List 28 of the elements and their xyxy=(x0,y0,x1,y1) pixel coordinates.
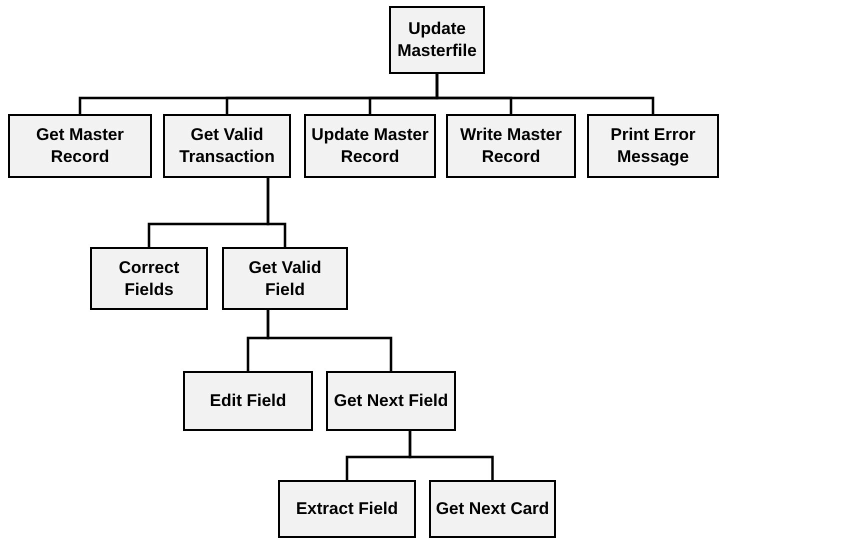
process-box xyxy=(389,6,485,74)
box-label: Get Valid Field xyxy=(248,256,322,300)
box-label: Edit Field xyxy=(210,390,286,412)
process-box xyxy=(163,114,291,178)
connector-line xyxy=(266,310,392,371)
process-box xyxy=(429,480,556,538)
box-label: Update Masterfile xyxy=(396,18,478,62)
process-box xyxy=(278,480,416,538)
process-box xyxy=(446,114,576,178)
connector-line xyxy=(436,74,654,114)
connector-line xyxy=(408,431,494,480)
box-label: Get Valid Transaction xyxy=(178,124,276,168)
box-label: Get Next Field xyxy=(334,390,448,412)
connector-line xyxy=(266,178,286,247)
box-label: Print Error Message xyxy=(609,124,697,168)
process-box xyxy=(183,371,313,431)
process-box xyxy=(587,114,719,178)
box-label: Extract Field xyxy=(296,498,398,520)
box-label: Write Master Record xyxy=(459,124,563,168)
box-label: Get Next Card xyxy=(436,498,550,520)
process-box xyxy=(8,114,152,178)
process-box xyxy=(90,247,208,310)
box-label: Correct Fields xyxy=(118,256,180,300)
process-box xyxy=(326,371,456,431)
process-box xyxy=(222,247,348,310)
process-box xyxy=(304,114,436,178)
box-label: Update Master Record xyxy=(310,124,430,168)
box-label: Get Master Record xyxy=(35,124,125,168)
